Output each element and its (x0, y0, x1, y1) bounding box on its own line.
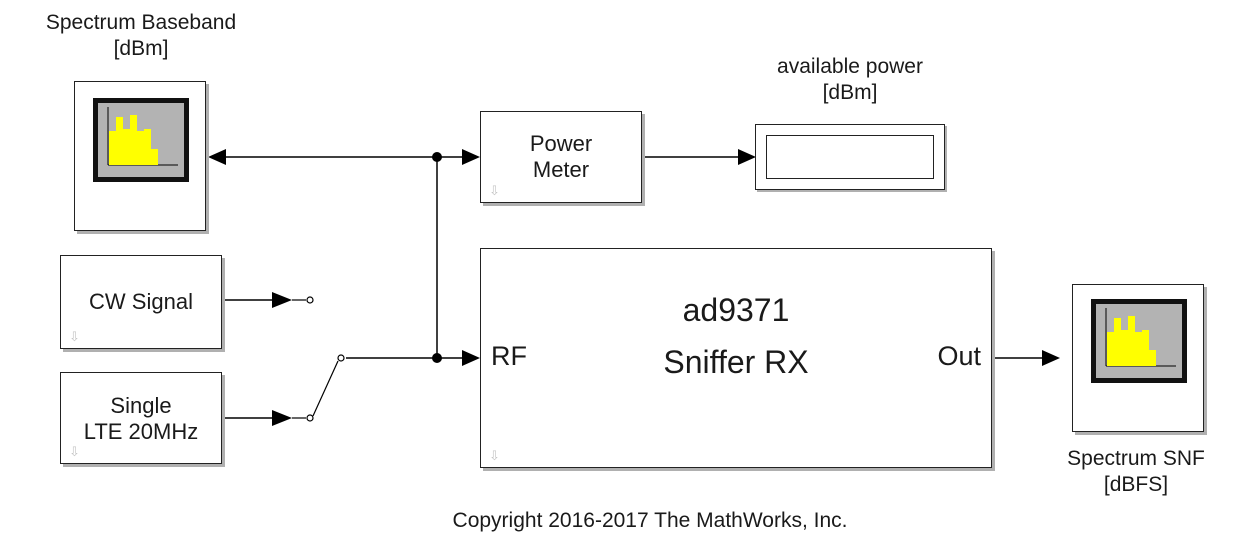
arrow-lte-out (272, 410, 292, 426)
power-meter-block[interactable]: Power Meter ⇩ (480, 111, 642, 203)
arrow-to-spectrum-baseband (208, 149, 226, 165)
out-port-label: Out (937, 341, 981, 371)
spectrum-bars-icon (107, 107, 178, 166)
sniffer-title: ad9371 (682, 292, 790, 328)
copyright-text: Copyright 2016-2017 The MathWorks, Inc. (452, 509, 848, 532)
switch-input-top (306, 296, 314, 304)
arrow-to-rf (462, 350, 480, 366)
cw-signal-block[interactable]: CW Signal ⇩ (60, 255, 222, 349)
single-lte-block[interactable]: Single LTE 20MHz ⇩ (60, 372, 222, 464)
spectrum-screen (1091, 299, 1187, 383)
down-arrow-icon: ⇩ (489, 448, 500, 463)
spectrum-baseband-block[interactable] (74, 81, 206, 231)
switch-output (337, 354, 345, 362)
arrow-to-display (738, 149, 756, 165)
spectrum-snf-block[interactable] (1072, 284, 1204, 432)
available-power-caption: available power [dBm] (777, 55, 923, 105)
arrow-to-snf (1042, 350, 1060, 366)
spectrum-snf-caption: Spectrum SNF [dBFS] (1067, 447, 1205, 497)
down-arrow-icon: ⇩ (69, 444, 80, 459)
switch-input-bottom (306, 414, 314, 422)
available-power-display[interactable] (755, 124, 945, 190)
spectrum-bars-icon (1105, 308, 1176, 367)
rf-port-label: RF (491, 341, 527, 371)
power-meter-label: Power Meter (529, 131, 593, 183)
arrow-to-power-meter (462, 149, 480, 165)
junction-bottom (432, 353, 442, 363)
spectrum-screen (93, 98, 189, 182)
down-arrow-icon: ⇩ (489, 183, 500, 198)
ad9371-sniffer-block[interactable]: ad9371 Sniffer RX RF Out ⇩ (480, 248, 992, 468)
sniffer-subtitle: Sniffer RX (663, 344, 809, 380)
spectrum-baseband-caption: Spectrum Baseband [dBm] (45, 11, 237, 61)
cw-signal-label: CW Signal (89, 289, 193, 314)
switch-lever (312, 360, 339, 417)
arrow-cw-out (272, 292, 292, 308)
down-arrow-icon: ⇩ (69, 329, 80, 344)
junction-top (432, 152, 442, 162)
single-lte-label: Single LTE 20MHz (83, 393, 199, 445)
display-readout (766, 135, 934, 179)
